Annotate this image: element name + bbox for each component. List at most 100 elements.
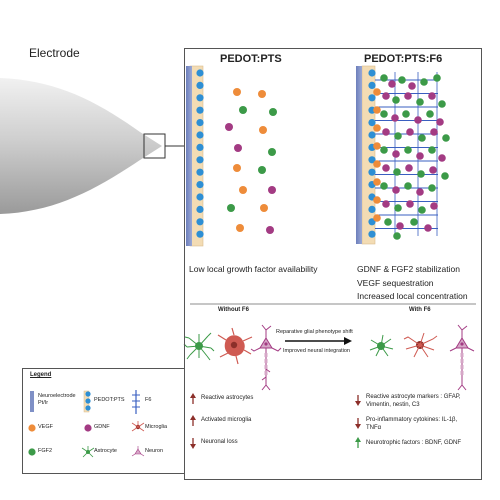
fgf2-particle [442, 134, 450, 142]
legend-neuron: Neuron [145, 448, 164, 454]
gdnf-particle [430, 128, 438, 136]
legend-microglia: Microglia [145, 424, 168, 430]
legend-astrocyte: Astrocyte [94, 448, 117, 454]
gdnf-particle [416, 152, 424, 160]
legend-f6: F6 [145, 397, 152, 403]
vegf-particle [239, 186, 247, 194]
vegf-particle [373, 142, 381, 150]
gdnf-particle [406, 128, 414, 136]
fgf2-particle [380, 110, 388, 118]
pedot-legend-icon [83, 390, 91, 413]
neuron-legend-icon [131, 446, 145, 457]
increase-arrow-icon [190, 393, 196, 404]
gdnf-particle [382, 128, 390, 136]
decrease-arrow-icon [355, 418, 361, 429]
pedot-bead [196, 119, 204, 127]
electrode-tip [0, 78, 162, 214]
increase-arrow-icon [355, 437, 361, 448]
pedot-bead [196, 106, 204, 114]
fgf2-particle [380, 182, 388, 190]
gdnf-particle [225, 123, 233, 131]
fgf2-particle [433, 74, 441, 82]
electrode-bar-right [356, 66, 362, 244]
pedot-bead [196, 81, 204, 89]
right-caption-3: Increased local concentration [357, 291, 468, 301]
main-panel [184, 48, 482, 480]
legend-panel [22, 368, 185, 474]
fgf2-particle [418, 134, 426, 142]
gdnf-particle [404, 92, 412, 100]
gdnf-legend-icon [84, 424, 92, 432]
gdnf-particle [430, 202, 438, 210]
decrease-arrow-icon [190, 438, 196, 449]
fgf2-particle [416, 98, 424, 106]
fgf2-particle [393, 232, 401, 240]
without-item: Reactive astrocytes [201, 395, 254, 401]
with-f6-title: With F6 [409, 307, 431, 313]
fgf2-particle [428, 184, 436, 192]
neuroelectrode-legend-icon [30, 391, 34, 412]
vegf-legend-icon [28, 424, 36, 432]
fgf2-particle [441, 172, 449, 180]
gdnf-particle [436, 118, 444, 126]
decrease-arrow-icon [355, 395, 361, 406]
without-f6-title: Without F6 [218, 307, 249, 313]
gdnf-particle [382, 92, 390, 100]
fgf2-particle [239, 106, 247, 114]
pedot-bead [196, 143, 204, 151]
pedot-bead [196, 181, 204, 189]
gdnf-particle [438, 154, 446, 162]
pedot-bead [196, 69, 204, 77]
gdnf-particle [429, 166, 437, 174]
gdnf-particle [382, 164, 390, 172]
fgf2-particle [428, 146, 436, 154]
fgf2-particle [404, 182, 412, 190]
gdnf-particle [408, 82, 416, 90]
legend-gdnf: GDNF [94, 424, 110, 430]
vegf-particle [373, 88, 381, 96]
neuron-icon [250, 324, 282, 391]
pedot-bead [196, 131, 204, 139]
fgf2-particle [417, 170, 425, 178]
fgf2-particle [269, 108, 277, 116]
increase-arrow-icon [190, 415, 196, 426]
pedot-bead [196, 205, 204, 213]
without-item: Activated microglia [201, 417, 252, 423]
without-item: Neuronal loss [201, 439, 238, 445]
fgf2-particle [402, 110, 410, 118]
legend-neuroelectrode: Neuroelectrode [38, 393, 76, 399]
fgf2-particle [394, 204, 402, 212]
vegf-particle [373, 196, 381, 204]
pedot-bead [196, 168, 204, 176]
fgf2-particle [268, 148, 276, 156]
astrocyte-icon [369, 334, 394, 357]
gdnf-particle [424, 224, 432, 232]
pedot-bead [368, 205, 376, 213]
vegf-particle [233, 88, 241, 96]
pedot-bead [196, 156, 204, 164]
legend-neuroelectrode-sub: Pt/Ir [38, 400, 49, 406]
vegf-particle [373, 160, 381, 168]
transition-arrow-head [344, 337, 352, 345]
microglia-icon [217, 327, 253, 365]
pedot-bead [368, 94, 376, 102]
fgf2-particle [380, 146, 388, 154]
vegf-particle [373, 124, 381, 132]
with-item-line: Neurotrophic factors : BDNF, GDNF [366, 440, 462, 446]
fgf2-particle [404, 146, 412, 154]
pedot-bead [368, 230, 376, 238]
arrow-top-label: Reparative glial phenotype shift [276, 329, 353, 335]
vegf-particle [233, 164, 241, 172]
gdnf-particle [392, 186, 400, 194]
pedot-bead [368, 168, 376, 176]
fgf2-particle [380, 74, 388, 82]
gdnf-particle [416, 188, 424, 196]
gdnf-particle [268, 186, 276, 194]
growth-factors-right [373, 74, 450, 240]
arrow-bottom-label: Improved neural integration [283, 348, 350, 354]
vegf-particle [373, 214, 381, 222]
vegf-particle [373, 106, 381, 114]
fgf2-particle [393, 168, 401, 176]
fgf2-particle [392, 96, 400, 104]
